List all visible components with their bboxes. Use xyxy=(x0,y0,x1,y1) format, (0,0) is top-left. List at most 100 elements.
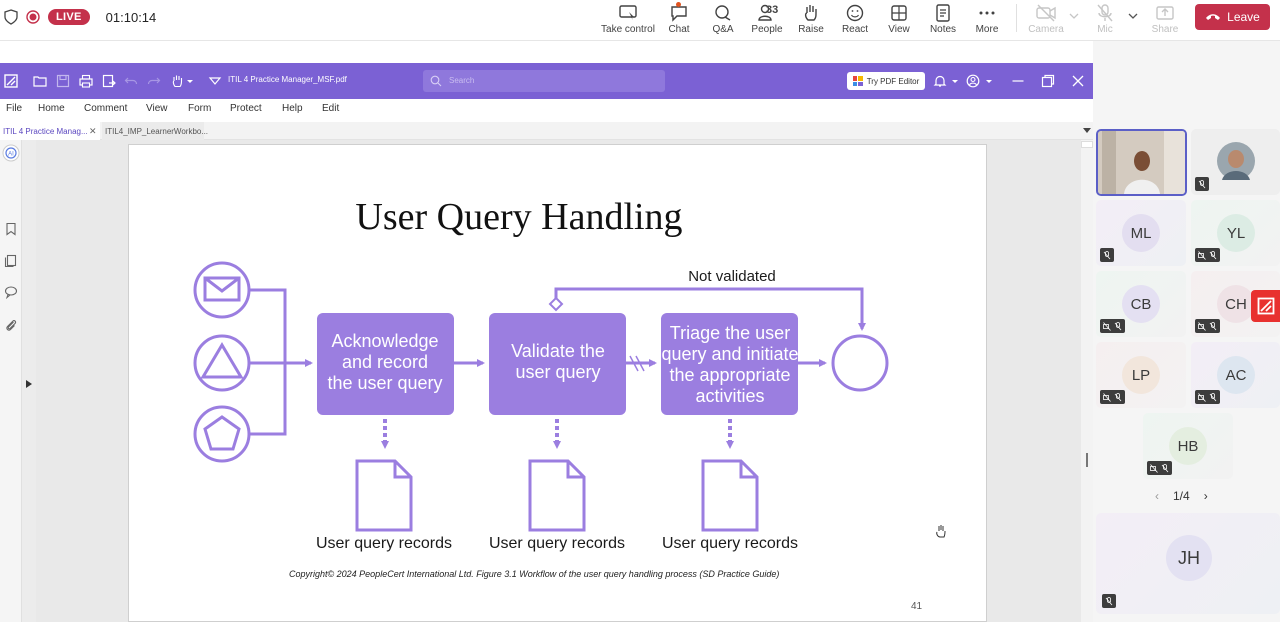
pdf-floating-launcher[interactable] xyxy=(1251,290,1280,322)
attachment-icon[interactable] xyxy=(4,318,18,332)
mic-off-icon xyxy=(1209,392,1217,401)
end-circle xyxy=(831,334,889,392)
tab-itil4-practice-manager[interactable]: ITIL 4 Practice Manag... ✕ xyxy=(0,122,100,140)
more-button[interactable]: More xyxy=(972,0,1002,40)
tabs-overflow-chevron-icon[interactable] xyxy=(1083,128,1091,134)
participant-tile-ml[interactable]: ML xyxy=(1096,200,1186,266)
slide-title: User Query Handling xyxy=(355,196,683,238)
redo-icon[interactable] xyxy=(147,74,161,88)
account-icon[interactable] xyxy=(966,74,980,88)
participant-tile-ch[interactable]: CH xyxy=(1191,271,1280,337)
menu-home[interactable]: Home xyxy=(38,103,65,114)
participant-photo-tile[interactable] xyxy=(1191,129,1280,195)
mic-off-icon xyxy=(1209,321,1217,330)
hand-tool-icon[interactable] xyxy=(170,74,184,88)
bookmark-icon[interactable] xyxy=(4,222,18,236)
take-control-button[interactable]: Take control xyxy=(600,0,656,40)
pdf-search-box[interactable]: Search xyxy=(423,70,665,92)
scrollbar-thumb[interactable] xyxy=(1081,141,1093,148)
minimize-icon[interactable] xyxy=(1011,74,1025,88)
menu-edit[interactable]: Edit xyxy=(322,103,340,114)
chat-label: Chat xyxy=(668,24,690,35)
pages-icon[interactable] xyxy=(4,254,18,268)
menu-file[interactable]: File xyxy=(6,103,23,114)
menu-form[interactable]: Form xyxy=(188,103,212,114)
hand-tool-chevron-icon[interactable] xyxy=(186,74,194,88)
menu-view[interactable]: View xyxy=(146,103,168,114)
validate-line-2: user query xyxy=(515,362,600,382)
participant-video-tile[interactable] xyxy=(1096,129,1187,196)
leave-label: Leave xyxy=(1227,10,1260,24)
mic-button[interactable]: Mic xyxy=(1090,0,1120,40)
validate-box xyxy=(489,313,626,415)
muted-badge xyxy=(1195,177,1209,191)
avatar: JH xyxy=(1166,535,1212,581)
participant-tile-yl[interactable]: YL xyxy=(1191,200,1280,266)
participant-tile-jh[interactable]: JH xyxy=(1096,513,1280,614)
triage-line-4: activities xyxy=(695,386,764,406)
participant-tile-ac[interactable]: AC xyxy=(1191,342,1280,408)
bell-icon[interactable] xyxy=(933,74,947,88)
mic-options-chevron-icon[interactable] xyxy=(1128,12,1138,20)
pager-prev-chevron-icon[interactable]: ‹ xyxy=(1155,489,1159,503)
save-icon[interactable] xyxy=(56,74,70,88)
people-icon xyxy=(758,4,772,21)
workflow-diagram: Acknowledge and record the user query Va… xyxy=(193,261,946,552)
notes-icon xyxy=(936,4,950,22)
phone-hangup-icon xyxy=(1206,14,1221,20)
participant-tile-lp[interactable]: LP xyxy=(1096,342,1186,408)
raise-hand-button[interactable]: Raise xyxy=(796,0,826,40)
vertical-scrollbar[interactable] xyxy=(1081,140,1093,622)
customize-toolbar-chevron-icon[interactable] xyxy=(208,74,222,88)
camera-off-icon xyxy=(1198,321,1206,331)
pager-next-chevron-icon[interactable]: › xyxy=(1203,489,1208,503)
comments-icon[interactable] xyxy=(4,285,18,299)
account-chevron-icon[interactable] xyxy=(985,74,993,88)
mic-off-icon xyxy=(1161,463,1169,472)
raise-label: Raise xyxy=(798,24,824,35)
participant-tile-cb[interactable]: CB xyxy=(1096,271,1186,337)
bell-chevron-icon[interactable] xyxy=(951,74,959,88)
hand-icon xyxy=(804,5,817,21)
search-placeholder: Search xyxy=(449,76,475,85)
pdf-titlebar: ITIL 4 Practice Manager_MSF.pdf Search T… xyxy=(0,63,1093,99)
undo-icon[interactable] xyxy=(124,74,138,88)
mic-off-icon xyxy=(1198,179,1206,188)
close-window-icon[interactable] xyxy=(1071,74,1085,88)
qa-icon xyxy=(715,5,731,21)
qa-label: Q&A xyxy=(712,24,734,35)
share-button[interactable]: Share xyxy=(1150,0,1180,40)
tab-itil4-learner-workbook[interactable]: ITIL4_IMP_LearnerWorkbo... xyxy=(102,122,208,140)
tab-close-icon[interactable]: ✕ xyxy=(89,126,97,136)
expand-panel-chevron-icon[interactable] xyxy=(26,380,32,388)
restore-icon[interactable] xyxy=(1041,74,1055,88)
left-panel-rail: AI xyxy=(0,140,22,622)
menu-comment[interactable]: Comment xyxy=(84,103,128,114)
react-button[interactable]: React xyxy=(840,0,870,40)
ai-assistant-icon[interactable]: AI xyxy=(2,144,20,162)
qa-button[interactable]: Q&A xyxy=(708,0,738,40)
avatar: CB xyxy=(1122,285,1160,323)
open-folder-icon[interactable] xyxy=(33,74,47,88)
view-label: View xyxy=(888,24,910,35)
participant-tile-hb[interactable]: HB xyxy=(1143,413,1233,479)
camera-mic-off-badge xyxy=(1100,390,1125,404)
panel-resize-handle[interactable] xyxy=(1086,453,1088,467)
toolbar-divider xyxy=(1016,4,1017,32)
more-label: More xyxy=(975,24,999,35)
notes-button[interactable]: Notes xyxy=(928,0,958,40)
people-button[interactable]: 33 People xyxy=(748,0,786,40)
camera-options-chevron-icon[interactable] xyxy=(1069,12,1079,20)
menu-protect[interactable]: Protect xyxy=(230,103,262,114)
chat-button[interactable]: Chat xyxy=(664,0,694,40)
menu-help[interactable]: Help xyxy=(282,103,303,114)
leave-button[interactable]: Leave xyxy=(1195,4,1270,30)
share-icon xyxy=(1156,6,1174,20)
export-icon[interactable] xyxy=(102,74,116,88)
camera-mic-off-badge xyxy=(1195,390,1220,404)
camera-button[interactable]: Camera xyxy=(1026,0,1066,40)
print-icon[interactable] xyxy=(79,74,93,88)
view-button[interactable]: View xyxy=(884,0,914,40)
try-pdf-editor-button[interactable]: Try PDF Editor xyxy=(847,72,925,90)
search-icon xyxy=(430,75,442,87)
